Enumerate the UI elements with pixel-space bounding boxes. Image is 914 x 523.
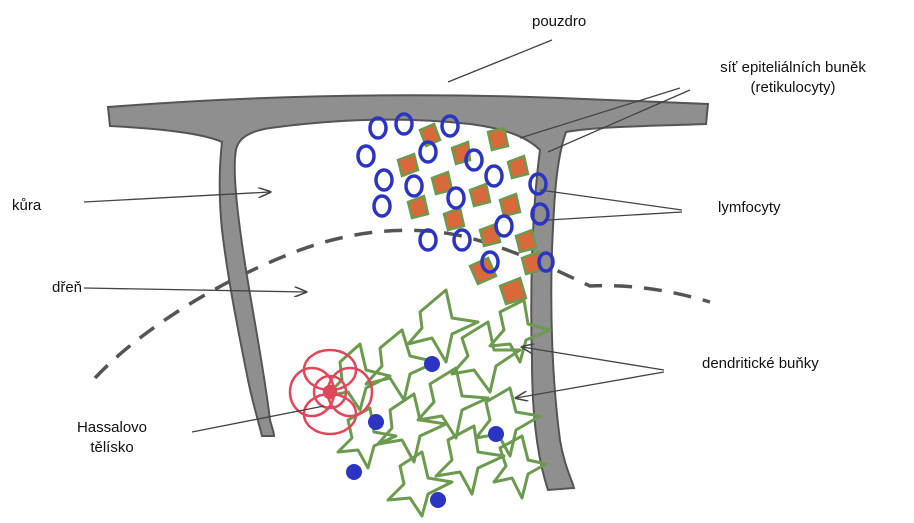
lymphocyte (430, 492, 446, 508)
dren-arrow (84, 288, 306, 292)
dendritic-cell (452, 322, 520, 392)
epithelial-cell (444, 208, 464, 230)
lymphocyte (448, 188, 464, 208)
lymphocyte (374, 196, 390, 216)
epithelial-cell (500, 194, 520, 216)
label-sit-epitelialnich-bunek: síť epiteliálních buněk (retikulocyty) (690, 58, 896, 98)
lymphocyte (370, 118, 386, 138)
lymphocyte (368, 414, 384, 430)
label-hassal-line1: Hassalovo (42, 418, 182, 438)
lymphocyte (420, 230, 436, 250)
label-dendriticke-bunky: dendritické buňky (702, 354, 819, 374)
epithelial-cell (470, 184, 490, 206)
lymfocyty-leader-1 (540, 190, 682, 210)
epithelial-cell (398, 154, 418, 176)
label-sit-line2: (retikulocyty) (690, 78, 896, 98)
lymphocyte (454, 230, 470, 250)
lymphocyte (358, 146, 374, 166)
cortex-cell-cluster (358, 114, 553, 304)
lymphocyte (496, 216, 512, 236)
dendritic-cell (418, 368, 488, 438)
label-lymfocyty: lymfocyty (718, 198, 781, 218)
label-pouzdro: pouzdro (532, 12, 586, 32)
lymphocyte (424, 356, 440, 372)
lymphocyte (406, 176, 422, 196)
lymphocyte (488, 426, 504, 442)
label-dren: dřeň (52, 278, 82, 298)
lymphocyte (376, 170, 392, 190)
epithelial-cell (488, 128, 508, 150)
label-hassalovo-telisko: Hassalovo tělísko (42, 418, 182, 458)
label-sit-line1: síť epiteliálních buněk (690, 58, 896, 78)
pouzdro-leader (448, 40, 552, 82)
kura-arrow (84, 192, 270, 202)
epithelial-cell (408, 196, 428, 218)
hassall-corpuscle (290, 350, 372, 434)
dendritic-cells (326, 290, 550, 516)
epithelial-cell (516, 230, 536, 252)
epithelial-cell (508, 156, 528, 178)
label-kura: kůra (12, 196, 41, 216)
dendritic-cell (378, 394, 446, 462)
lymphocyte (346, 464, 362, 480)
lymfocyty-leader-2 (548, 212, 682, 220)
label-hassal-line2: tělísko (42, 438, 182, 458)
lymphocyte (486, 166, 502, 186)
corticomedullary-boundary (95, 230, 710, 378)
